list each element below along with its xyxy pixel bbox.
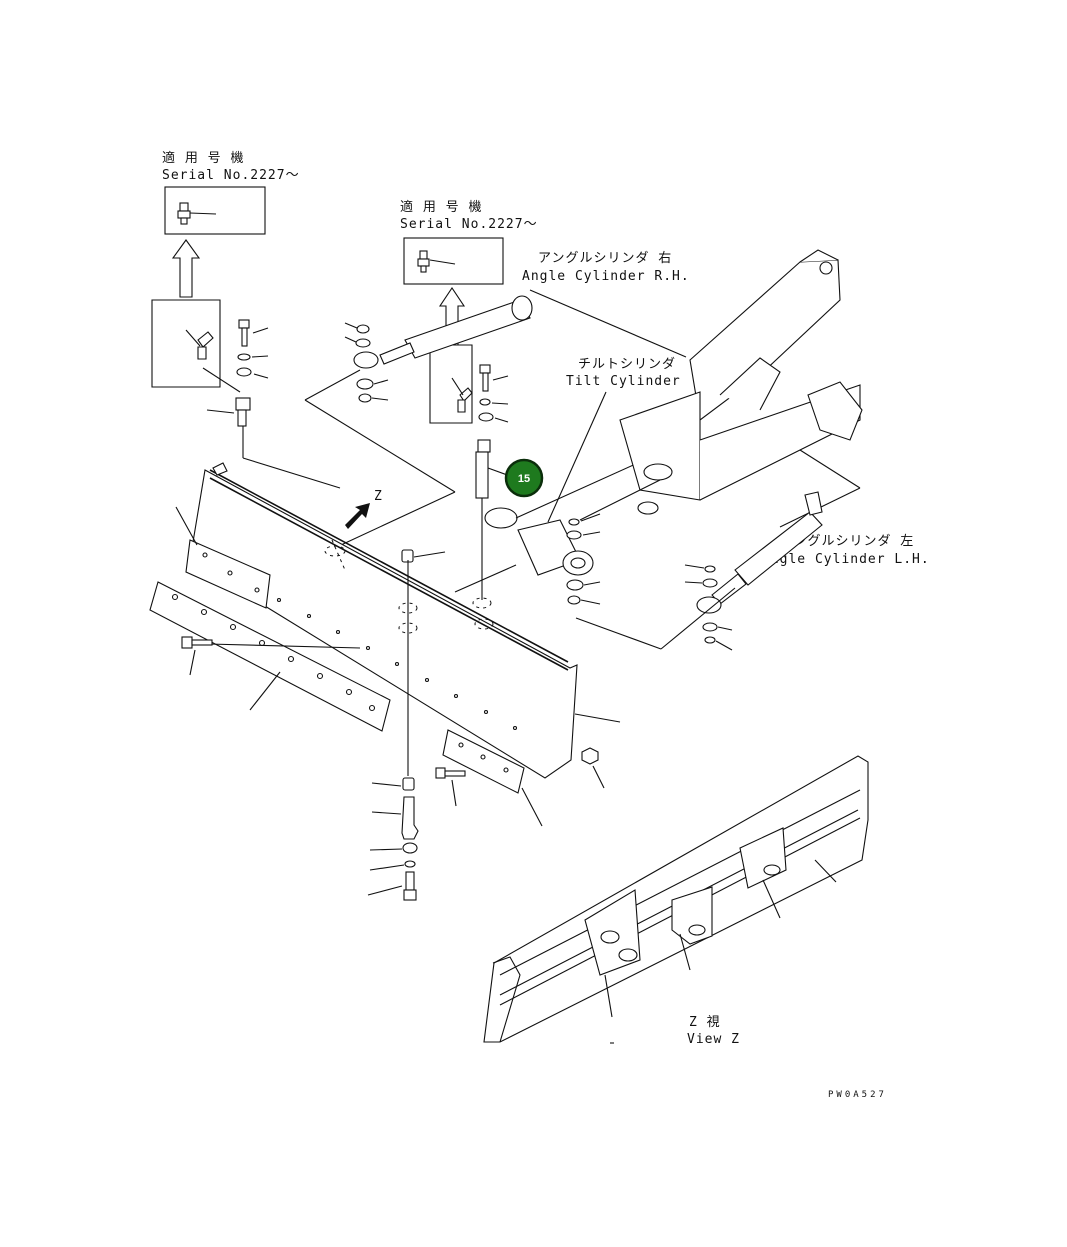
pin-stack xyxy=(367,549,446,901)
view-direction-letter: Z xyxy=(374,489,383,504)
bolt-blade-right xyxy=(435,747,605,807)
serial-note-mid-en: Serial No.2227～ xyxy=(400,217,538,232)
view-z-en: View Z xyxy=(687,1032,740,1047)
serial-note-left-en: Serial No.2227～ xyxy=(162,168,300,183)
view-z: Z 視 View Z xyxy=(483,755,869,1047)
angle-cylinder-lh-en: Angle Cylinder L.H. xyxy=(762,552,930,567)
washer-stack-rh xyxy=(344,322,389,403)
callout-15-number: 15 xyxy=(518,473,530,485)
up-arrow-icon xyxy=(171,239,201,298)
serial-note-left-jp: 適 用 号 機 xyxy=(162,150,244,166)
bolt-washer-stack-left xyxy=(206,319,341,489)
bolt-blade-left xyxy=(181,636,213,676)
grease-fitting-icon-mid xyxy=(417,250,456,273)
serial-detail-box-left xyxy=(164,186,266,235)
callout-15-badge[interactable] xyxy=(504,458,544,498)
detail-box-mid xyxy=(429,344,473,424)
angle-cylinder-rh-jp: アングルシリンダ 右 xyxy=(538,251,672,266)
tilt-cylinder-jp: チルトシリンダ xyxy=(578,357,676,372)
figure-code: PW0A527 xyxy=(828,1090,887,1100)
grease-fitting-icon xyxy=(177,202,217,225)
serial-note-mid-jp: 適 用 号 機 xyxy=(400,199,482,215)
detail-box-left xyxy=(151,299,221,388)
angle-cylinder-rh: アングルシリンダ 右 Angle Cylinder R.H. xyxy=(304,251,690,546)
serial-detail-box-mid xyxy=(403,237,504,285)
angle-cylinder-lh: アングルシリンダ 左 Angle Cylinder L.H. xyxy=(575,491,930,650)
bolt-washer-stack-mid xyxy=(475,364,511,600)
elbow-fitting-icon xyxy=(185,329,214,360)
tilt-cylinder: チルトシリンダ Tilt Cylinder xyxy=(454,357,681,593)
elbow-fitting-icon-mid xyxy=(451,377,473,413)
washer-stack-tilt xyxy=(566,513,601,605)
callout-15[interactable]: 15 xyxy=(504,458,544,498)
blade: Z xyxy=(149,462,621,827)
serial-note-left: 適 用 号 機 Serial No.2227～ xyxy=(151,150,300,393)
view-arrow-icon xyxy=(345,503,370,529)
tilt-cylinder-en: Tilt Cylinder xyxy=(566,374,681,389)
angle-cylinder-lh-jp: アングルシリンダ 左 xyxy=(780,534,914,549)
angle-cylinder-rh-en: Angle Cylinder R.H. xyxy=(522,269,690,284)
view-z-jp: Z 視 xyxy=(689,1015,721,1030)
push-frame xyxy=(579,249,863,528)
washer-stack-lh xyxy=(684,564,733,651)
